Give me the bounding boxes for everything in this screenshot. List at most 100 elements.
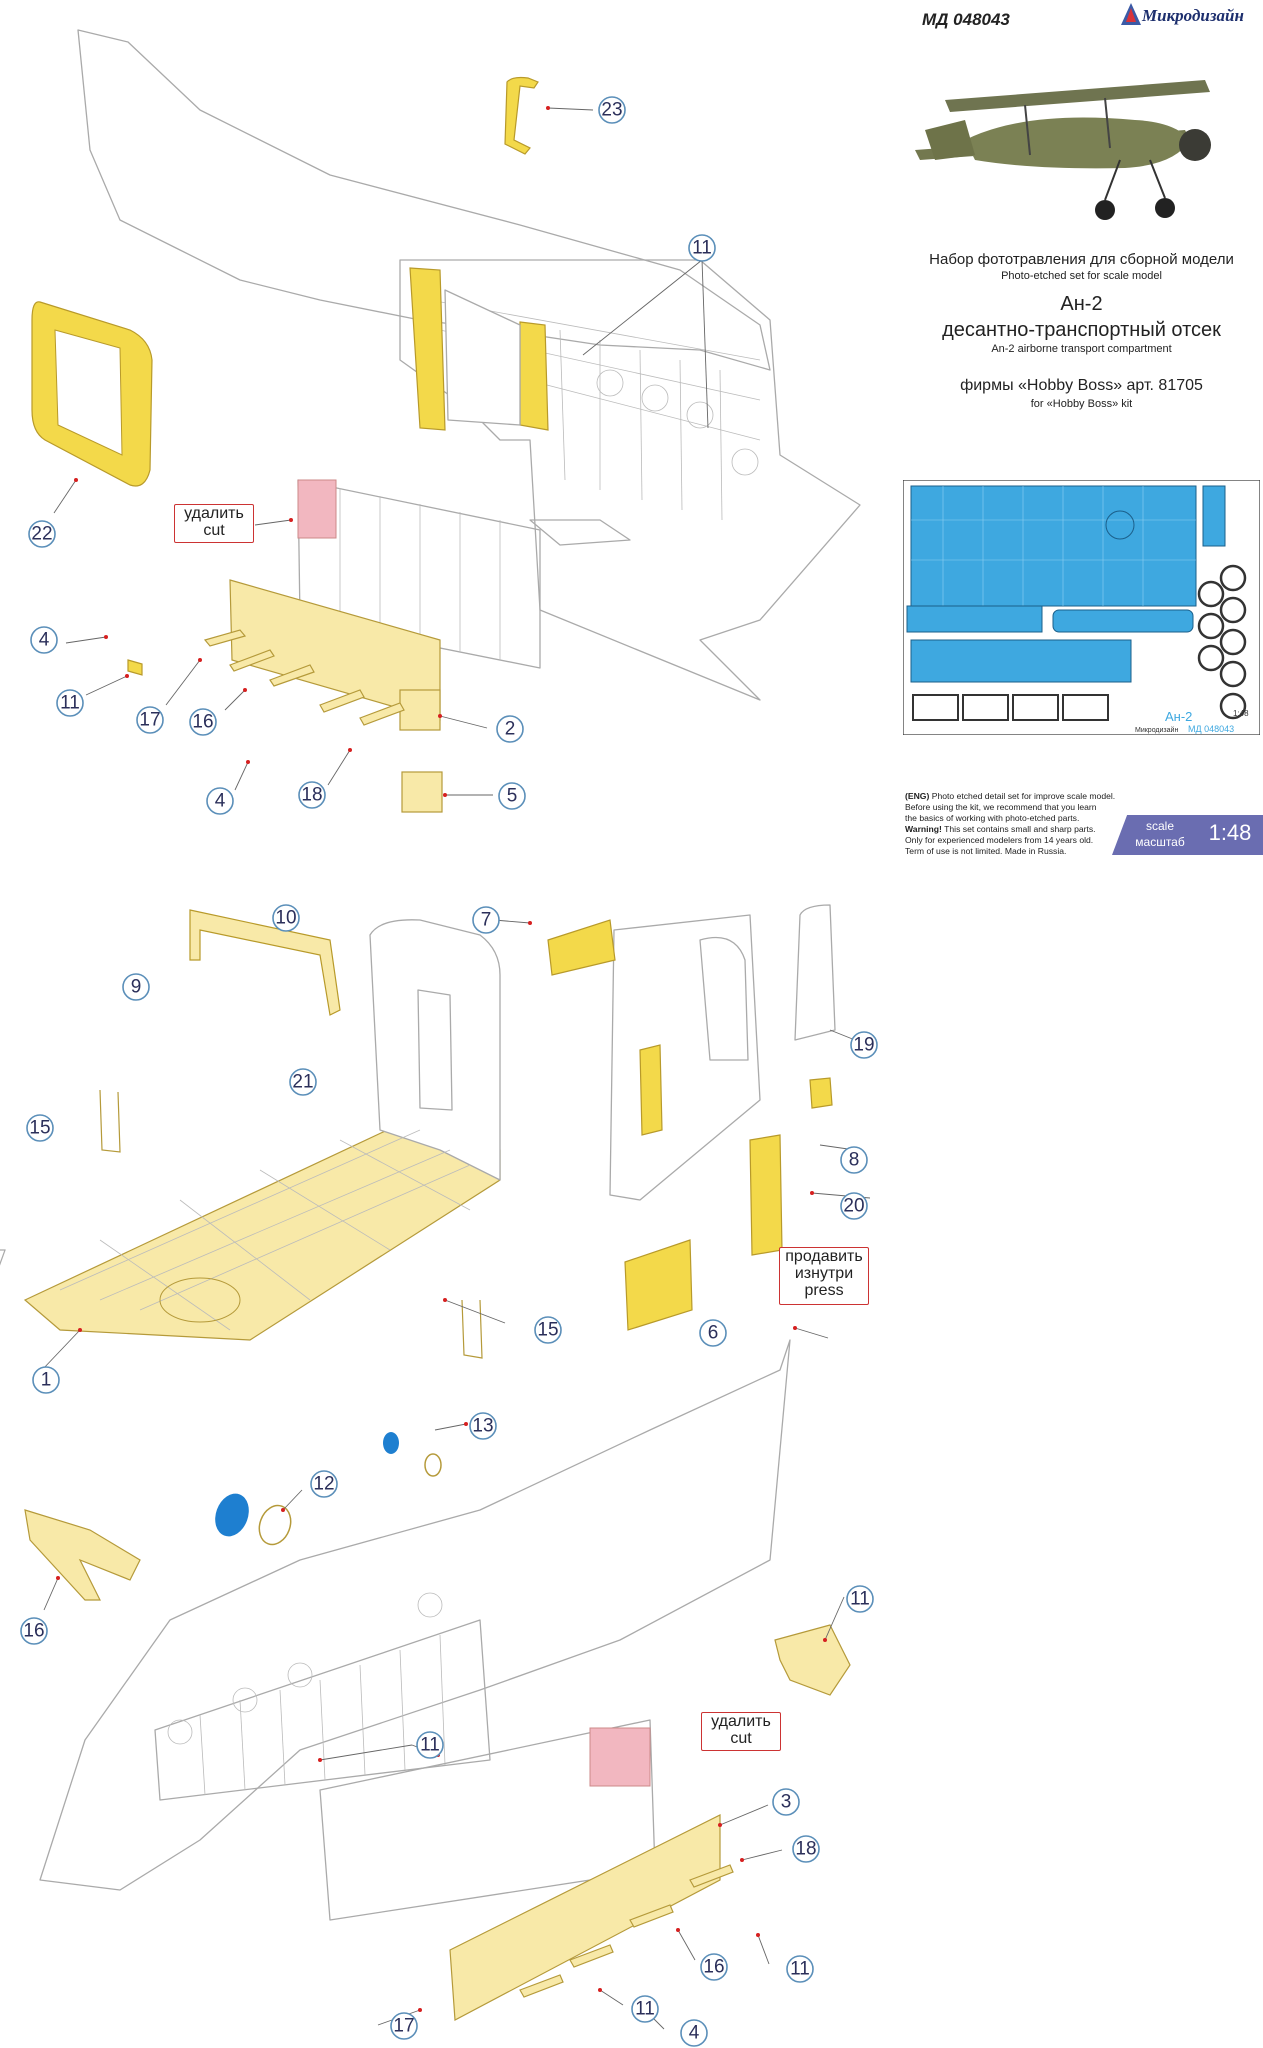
title-ru: Набор фототравления для сборной модели [929,251,1234,268]
part-15 [0,1089,483,1359]
part-label: 12 [310,1470,338,1498]
svg-text:10: 10 [275,908,296,929]
part-label: 19 [850,1031,878,1059]
svg-text:9: 9 [131,977,142,998]
svg-text:4: 4 [215,791,226,812]
svg-text:3: 3 [781,1792,792,1813]
part-label: 5 [498,782,526,810]
svg-text:15: 15 [537,1320,558,1341]
part-2 [203,579,441,731]
kit-ref-ru: фирмы «Hobby Boss» арт. 81705 [960,377,1203,394]
part-label: 11 [56,689,84,717]
part-label: 4 [30,626,58,654]
part-label: 11 [688,234,716,262]
brand-name: Микродизайн [1142,6,1244,25]
part-label: 20 [840,1192,868,1220]
part-label: 4 [680,2019,708,2047]
part-3 [449,1814,721,2021]
svg-text:1: 1 [41,1370,52,1391]
svg-text:19: 19 [853,1035,874,1056]
part-11-bottom [774,1624,851,1696]
part-16-bottom [24,1509,141,1601]
fret-name: Ан-2 [1165,709,1192,724]
part-label: 16 [700,1953,728,1981]
svg-text:2: 2 [505,719,516,740]
product-name: Ан-2 [1060,293,1103,315]
fret-scale: 1:48 [1233,709,1249,718]
svg-text:13: 13 [472,1416,493,1437]
kit-ref-en: for «Hobby Boss» kit [1030,398,1133,410]
svg-text:4: 4 [39,630,50,651]
part-label: 11 [786,1955,814,1983]
part-label: 13 [469,1412,497,1440]
part-label: 16 [20,1617,48,1645]
part-label: 16 [189,708,217,736]
svg-text:16: 16 [703,1957,724,1978]
svg-text:11: 11 [420,1735,440,1756]
brand-logo-icon [1121,3,1141,25]
svg-text:20: 20 [843,1196,864,1217]
part-label: 18 [792,1835,820,1863]
svg-text:8: 8 [849,1150,860,1171]
svg-text:23: 23 [601,100,622,121]
svg-text:17: 17 [393,2016,414,2037]
an2-plane-image [915,80,1211,220]
part-label: 10 [272,904,300,932]
product-subtitle-en: An-2 airborne transport compartment [991,343,1172,355]
part-label: 6 [699,1319,727,1347]
fuselage-section-right [547,904,836,1331]
part-label: 1 [32,1366,60,1394]
part-label: 9 [122,973,150,1001]
part-label: 2 [496,715,524,743]
svg-text:4: 4 [689,2023,700,2044]
svg-text:7: 7 [481,910,492,931]
svg-text:12: 12 [313,1474,334,1495]
product-subtitle-ru: десантно-транспортный отсек [942,319,1221,341]
svg-text:11: 11 [790,1959,810,1980]
part-label: 8 [840,1146,868,1174]
part-label: 17 [136,706,164,734]
product-code: МД 048043 [922,10,1010,29]
usage-note: (ENG) Photo etched detail set for improv… [905,791,1116,856]
svg-text:18: 18 [795,1839,816,1860]
svg-text:17: 17 [139,710,160,731]
svg-text:16: 16 [192,712,213,733]
part-label: 15 [26,1114,54,1142]
part-22 [31,301,153,487]
part-label: 21 [289,1068,317,1096]
fuselage-bottom [39,1339,791,1921]
svg-text:18: 18 [301,785,322,806]
part-label: 11 [846,1585,874,1613]
svg-text:15: 15 [29,1118,50,1139]
fret-code: МД 048043 [1188,724,1234,734]
part-label: 11 [416,1731,444,1759]
scale-value: 1:48 [1208,820,1252,845]
part-label: 7 [472,906,500,934]
scale-badge [1112,815,1263,855]
fret-brand: Микродизайн [1135,726,1178,734]
part-12-lens [215,1493,249,1537]
svg-text:22: 22 [31,524,52,545]
photo-etch-fret-image: Ан-2 1:48 Микродизайн МД 048043 [903,480,1260,735]
part-label: 22 [28,520,56,548]
svg-text:11: 11 [635,1999,655,2020]
svg-text:6: 6 [708,1323,719,1344]
part-label: 11 [631,1995,659,2023]
svg-text:21: 21 [292,1072,313,1093]
svg-text:11: 11 [692,238,712,259]
part-label: 4 [206,787,234,815]
part-labels: 23 11 22 4 11 17 16 4 18 2 5 10 9 7 19 2… [20,96,878,2047]
svg-text:5: 5 [507,786,518,807]
part-label: 3 [772,1788,800,1816]
svg-text:11: 11 [60,693,80,714]
part-label: 18 [298,781,326,809]
svg-text:11: 11 [850,1589,870,1610]
title-en: Photo-etched set for scale model [1001,270,1162,282]
svg-text:16: 16 [23,1621,44,1642]
floor-assembly [23,919,501,1341]
